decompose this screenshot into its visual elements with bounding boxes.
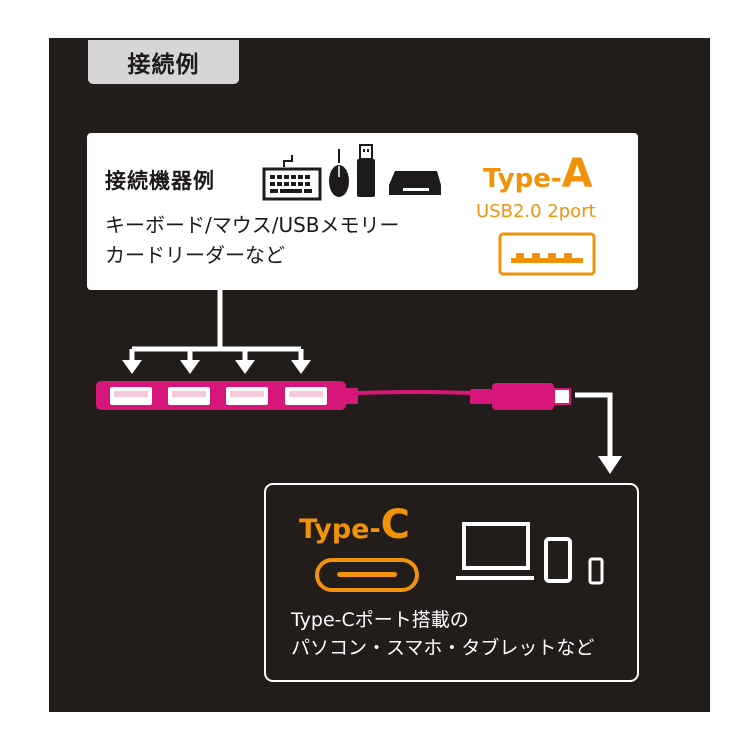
card-reader-icon	[389, 171, 441, 195]
usb-a-port-3	[226, 387, 268, 405]
type-c-title: Type-C	[299, 502, 410, 548]
devices-title: 接続機器例	[105, 169, 215, 193]
smartphone-icon	[588, 557, 604, 585]
tag-label: 接続例	[127, 52, 200, 78]
tablet-icon	[544, 537, 572, 583]
usb-a-port-1	[110, 387, 152, 405]
type-c-prefix: Type-	[299, 514, 381, 545]
type-a-spec: USB2.0 2port	[476, 201, 596, 222]
devices-line-2: カードリーダーなど	[105, 243, 285, 267]
type-a-letter: A	[561, 151, 593, 197]
connected-devices-card: 接続機器例 キーボード/マウス/USBメモリー カードリーダーなど Type-A…	[87, 133, 638, 290]
usb-type-a-port-icon	[498, 232, 596, 276]
connection-example-tag: 接続例	[88, 40, 239, 84]
type-a-title: Type-A	[483, 151, 593, 197]
usb-memory-icon	[357, 144, 375, 197]
usb-a-port-4	[285, 387, 327, 405]
type-c-letter: C	[380, 502, 411, 548]
mouse-icon	[329, 149, 349, 197]
type-c-line-2: パソコン・スマホ・タブレットなど	[291, 637, 595, 659]
type-c-line-1: Type-Cポート搭載の	[291, 609, 469, 631]
laptop-icon	[456, 522, 534, 580]
usb-a-port-2	[168, 387, 210, 405]
keyboard-icon	[262, 155, 322, 201]
usb-type-c-port-icon	[315, 558, 419, 592]
type-c-card: Type-C Type-Cポート搭載の パソコン・スマホ・タブレットなど	[264, 483, 639, 682]
devices-line-1: キーボード/マウス/USBメモリー	[105, 213, 400, 237]
type-a-prefix: Type-	[483, 164, 562, 194]
